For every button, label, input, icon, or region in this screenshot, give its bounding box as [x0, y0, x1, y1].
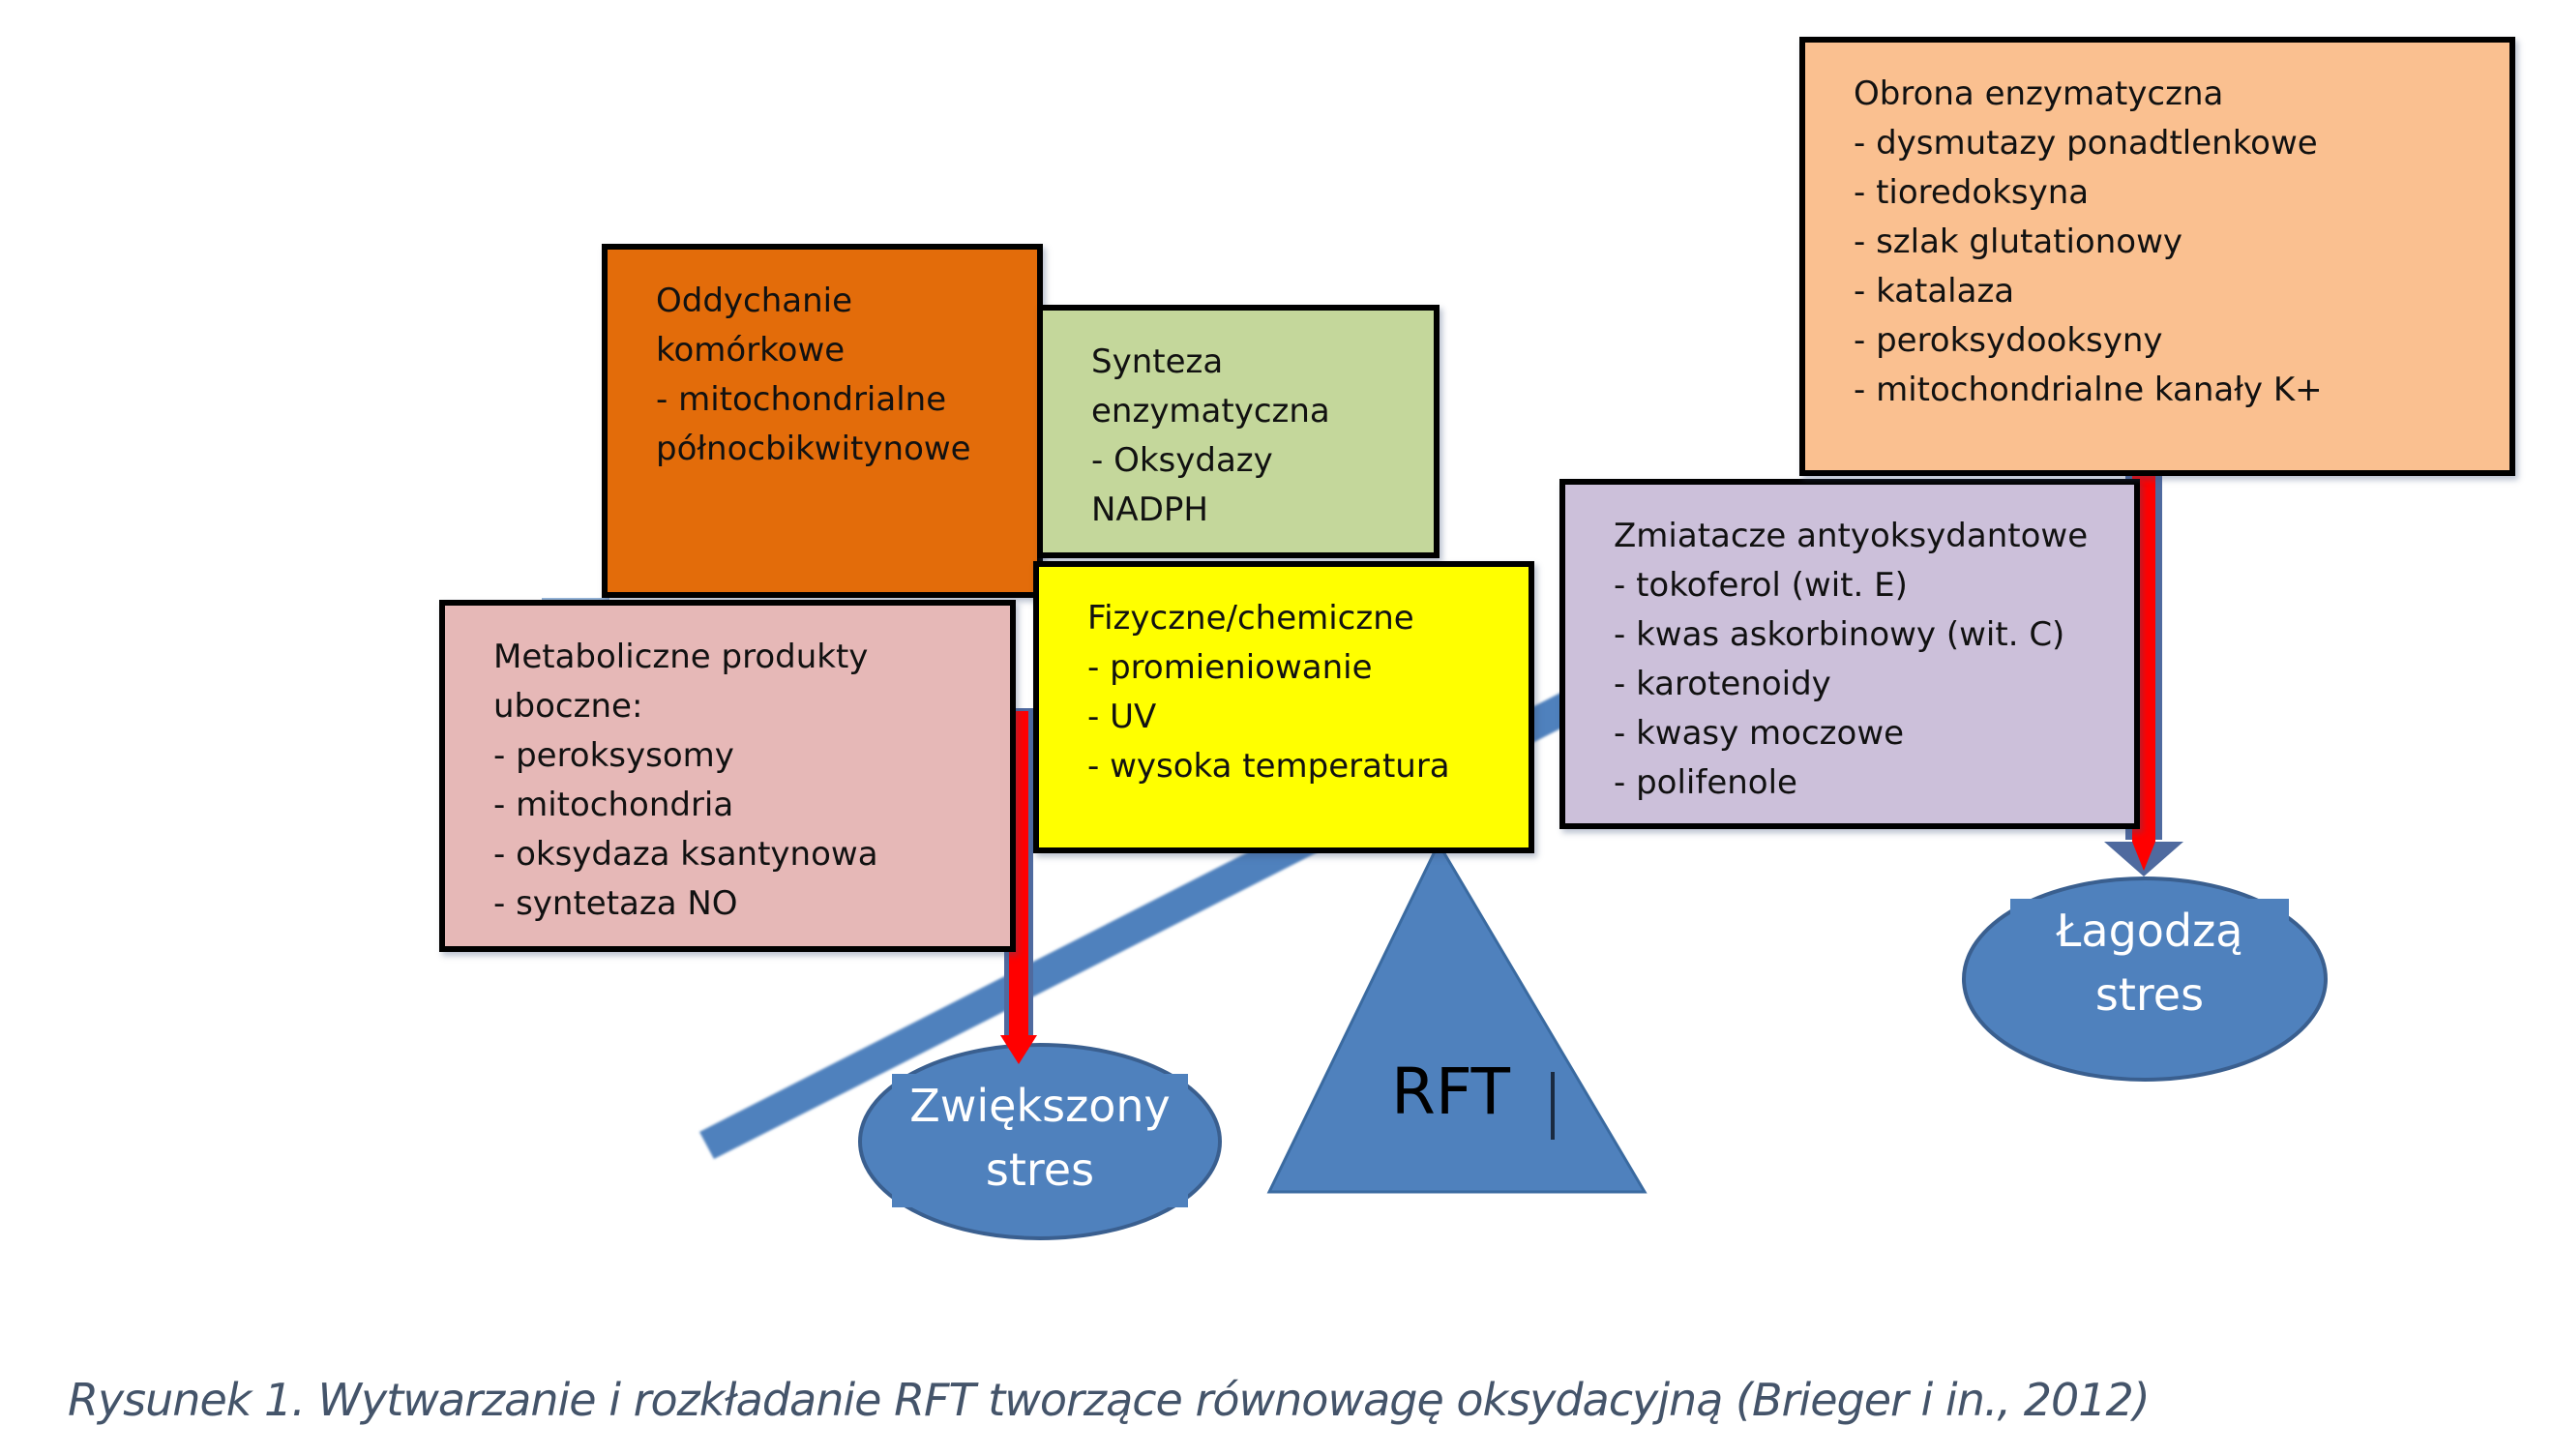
box-metabolic-byproducts: Metaboliczne produkty uboczne: - peroksy…: [439, 600, 1016, 952]
box-line: - mitochondrialne: [656, 380, 947, 419]
increased-stress-line-1: Zwiększony: [909, 1080, 1171, 1132]
box-line: Zmiatacze antyoksydantowe: [1614, 517, 2089, 555]
box-line: NADPH: [1091, 490, 1208, 529]
box-antioxidant-scavengers: Zmiatacze antyoksydantowe - tokoferol (w…: [1559, 479, 2140, 829]
box-line: Obrona enzymatyczna: [1854, 74, 2224, 113]
box-line: enzymatyczna: [1091, 392, 1330, 431]
box-line: Synteza: [1091, 342, 1224, 381]
box-line: - oksydaza ksantynowa: [493, 835, 878, 874]
box-cellular-respiration: Oddychanie komórkowe - mitochondrialne p…: [602, 244, 1043, 598]
box-line: - tokoferol (wit. E): [1614, 566, 1908, 605]
reduce-stress-label: Łagodzą stres: [2010, 899, 2289, 1026]
box-line: - peroksydooksyny: [1854, 321, 2163, 360]
box-line: - tioredoksyna: [1854, 173, 2090, 212]
box-line: - kwas askorbinowy (wit. C): [1614, 615, 2065, 654]
box-line: - UV: [1087, 698, 1157, 736]
box-enzymatic-synthesis: Synteza enzymatyczna - Oksydazy NADPH: [1037, 305, 1440, 558]
fulcrum-triangle: [1266, 840, 1648, 1194]
reduce-stress-line-2: stres: [2094, 968, 2205, 1021]
box-line: Metaboliczne produkty: [493, 638, 869, 676]
box-line: - kwasy moczowe: [1614, 714, 1905, 753]
balance-beam: [699, 571, 1814, 1159]
rft-mark: [1551, 1072, 1555, 1140]
box-enzymatic-defense: Obrona enzymatyczna - dysmutazy ponadtle…: [1799, 37, 2515, 476]
box-physical-chemical: Fizyczne/chemiczne - promieniowanie - UV…: [1033, 561, 1534, 853]
box-line: północbikwitynowe: [656, 430, 971, 468]
box-line: - peroksysomy: [493, 736, 734, 775]
box-line: komórkowe: [656, 331, 846, 370]
increased-stress-label: Zwiększony stres: [892, 1074, 1188, 1207]
figure-caption: Rysunek 1. Wytwarzanie i rozkładanie RFT…: [68, 1374, 2151, 1426]
box-line: - mitochondrialne kanały K+: [1854, 371, 2323, 409]
increased-stress-line-2: stres: [985, 1144, 1095, 1196]
box-line: - katalaza: [1854, 272, 2015, 311]
box-line: Fizyczne/chemiczne: [1087, 599, 1414, 638]
box-line: - wysoka temperatura: [1087, 747, 1450, 786]
fulcrum-label: RFT: [1391, 1055, 1510, 1129]
box-line: - szlak glutationowy: [1854, 223, 2183, 261]
box-line: - Oksydazy: [1091, 441, 1273, 480]
box-line: - promieniowanie: [1087, 648, 1373, 687]
box-line: - dysmutazy ponadtlenkowe: [1854, 124, 2318, 163]
box-line: Oddychanie: [656, 282, 853, 320]
box-line: - karotenoidy: [1614, 665, 1831, 703]
box-line: - polifenole: [1614, 763, 1797, 802]
box-line: - mitochondria: [493, 786, 734, 824]
box-line: uboczne:: [493, 687, 643, 726]
reduce-stress-line-1: Łagodzą: [2056, 905, 2243, 957]
box-line: - syntetaza NO: [493, 884, 738, 923]
